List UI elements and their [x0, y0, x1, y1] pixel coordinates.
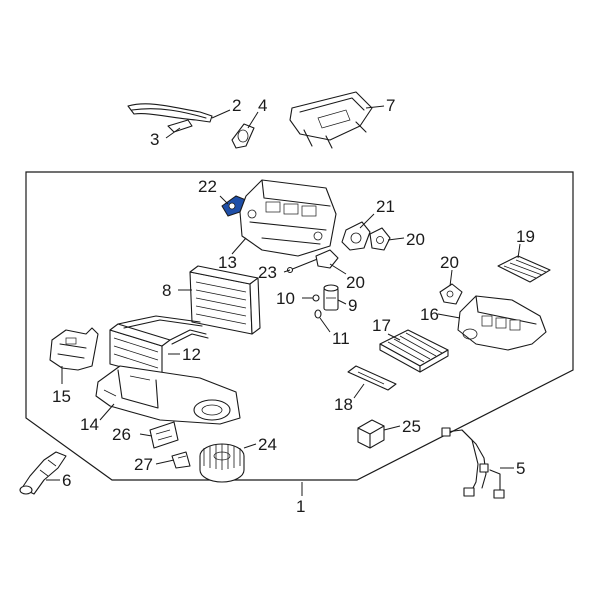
part-filter-cover[interactable]: [347, 365, 397, 391]
callout-12: 12: [182, 345, 201, 364]
callout-18: 18: [334, 395, 353, 414]
part-wiring-harness[interactable]: [441, 427, 505, 499]
heater-core-fins: [195, 281, 247, 325]
callout-15: 15: [52, 387, 71, 406]
part-gasket[interactable]: [231, 123, 255, 149]
callout-1: 1: [296, 497, 305, 516]
callout-20-middle: 20: [346, 273, 365, 292]
callout-labels: 2 3 4 7 22 21 20 19 13 23 20 20 8 10 9 1…: [52, 96, 535, 516]
part-lower-housing[interactable]: [95, 365, 241, 425]
callout-7: 7: [386, 96, 395, 115]
part-intake-housing[interactable]: [457, 295, 547, 351]
callout-25: 25: [402, 417, 421, 436]
part-clip[interactable]: [312, 294, 320, 302]
callout-26: 26: [112, 425, 131, 444]
callout-11: 11: [332, 329, 350, 348]
part-control-module[interactable]: [149, 421, 179, 449]
leader-lines: [46, 105, 521, 496]
vent-grille-slats: [503, 259, 547, 279]
part-expansion-valve[interactable]: [323, 284, 339, 311]
callout-20-upper: 20: [406, 230, 425, 249]
callout-21: 21: [376, 197, 395, 216]
callout-4: 4: [258, 96, 267, 115]
callout-20-right: 20: [440, 253, 459, 272]
callout-16: 16: [420, 305, 439, 324]
part-actuator-right[interactable]: [439, 283, 463, 305]
part-heater-unit-case[interactable]: [239, 179, 337, 257]
part-bracket[interactable]: [49, 327, 99, 371]
part-drain-hose[interactable]: [19, 451, 67, 495]
callout-27: 27: [134, 455, 153, 474]
callout-10: 10: [276, 289, 295, 308]
part-sensor-wire[interactable]: [286, 257, 321, 274]
callout-8: 8: [162, 281, 171, 300]
callout-6: 6: [62, 471, 71, 490]
part-cabin-filter[interactable]: [379, 329, 449, 373]
filter-pleats: [387, 332, 443, 363]
part-heater-core[interactable]: [189, 265, 261, 335]
callout-17: 17: [372, 316, 391, 335]
part-resistor[interactable]: [171, 451, 191, 469]
callout-23: 23: [258, 263, 277, 282]
callout-14: 14: [80, 415, 99, 434]
callout-13: 13: [218, 253, 237, 272]
part-vent-grille[interactable]: [497, 255, 551, 283]
assembly-boundary: [25, 171, 574, 481]
part-oring[interactable]: [314, 309, 322, 319]
callout-5: 5: [516, 459, 525, 478]
callout-19: 19: [516, 227, 535, 246]
part-duct-strip[interactable]: [127, 103, 213, 133]
part-actuator-upper[interactable]: [369, 227, 391, 251]
blower-fan-blades: [203, 444, 241, 470]
callout-22: 22: [198, 177, 217, 196]
part-mode-actuator[interactable]: [341, 221, 371, 251]
callout-3: 3: [150, 130, 159, 149]
callout-2: 2: [232, 96, 241, 115]
part-defroster-duct[interactable]: [289, 91, 373, 149]
part-blower-motor[interactable]: [199, 443, 245, 483]
part-actuator-middle[interactable]: [315, 249, 339, 269]
part-relay-module[interactable]: [357, 419, 385, 449]
callout-9: 9: [348, 296, 357, 315]
callout-24: 24: [258, 435, 277, 454]
